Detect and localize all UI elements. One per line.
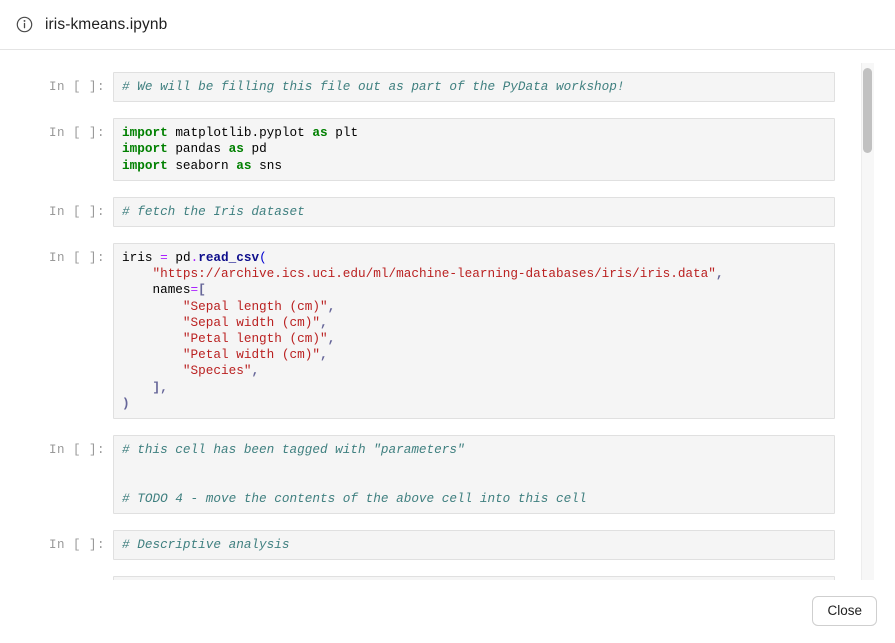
cell-prompt-label: In [ ]:	[48, 126, 105, 141]
footer-bar: Close	[0, 580, 895, 643]
title-bar: iris-kmeans.ipynb	[0, 0, 895, 50]
close-button[interactable]: Close	[812, 596, 877, 626]
cell-code-editor[interactable]: # We will be filling this file out as pa…	[113, 72, 835, 103]
cell-prompt-label: In [ ]:	[48, 537, 105, 552]
cell-code-editor[interactable]: # fetch the Iris dataset	[113, 196, 835, 228]
cell-code-editor[interactable]: # this cell has been tagged with "parame…	[113, 435, 835, 514]
vertical-scrollbar-thumb[interactable]	[863, 68, 872, 153]
notebook-cell[interactable]: In [ ]: # We will be filling this file o…	[0, 72, 858, 103]
cell-code-editor[interactable]: # Descriptive analysis	[113, 529, 835, 561]
cell-prompt-label: In [ ]:	[48, 80, 105, 94]
notebook-cell[interactable]: In [ ]: iris = pd.read_csv( "https://arc…	[0, 243, 858, 420]
cell-prompt-label: In [ ]:	[48, 443, 105, 458]
notebook-cell[interactable]: In [ ]: # fetch the Iris dataset	[0, 196, 858, 228]
notebook-cell[interactable]: In [ ]: # this cell has been tagged with…	[0, 435, 858, 514]
vertical-scrollbar-track[interactable]	[861, 63, 874, 633]
cell-code-editor[interactable]: iris = pd.read_csv( "https://archive.ics…	[113, 243, 835, 420]
cell-prompt-label: In [ ]:	[48, 204, 105, 219]
info-circle-icon	[16, 16, 33, 33]
notebook-cell[interactable]: In [ ]: # Descriptive analysis	[0, 529, 858, 561]
cell-prompt-label: In [ ]:	[48, 251, 105, 266]
notebook-cell-list: In [ ]: # We will be filling this file o…	[0, 51, 858, 622]
document-title: iris-kmeans.ipynb	[45, 15, 168, 33]
notebook-scroll-area[interactable]: In [ ]: # We will be filling this file o…	[0, 51, 895, 643]
